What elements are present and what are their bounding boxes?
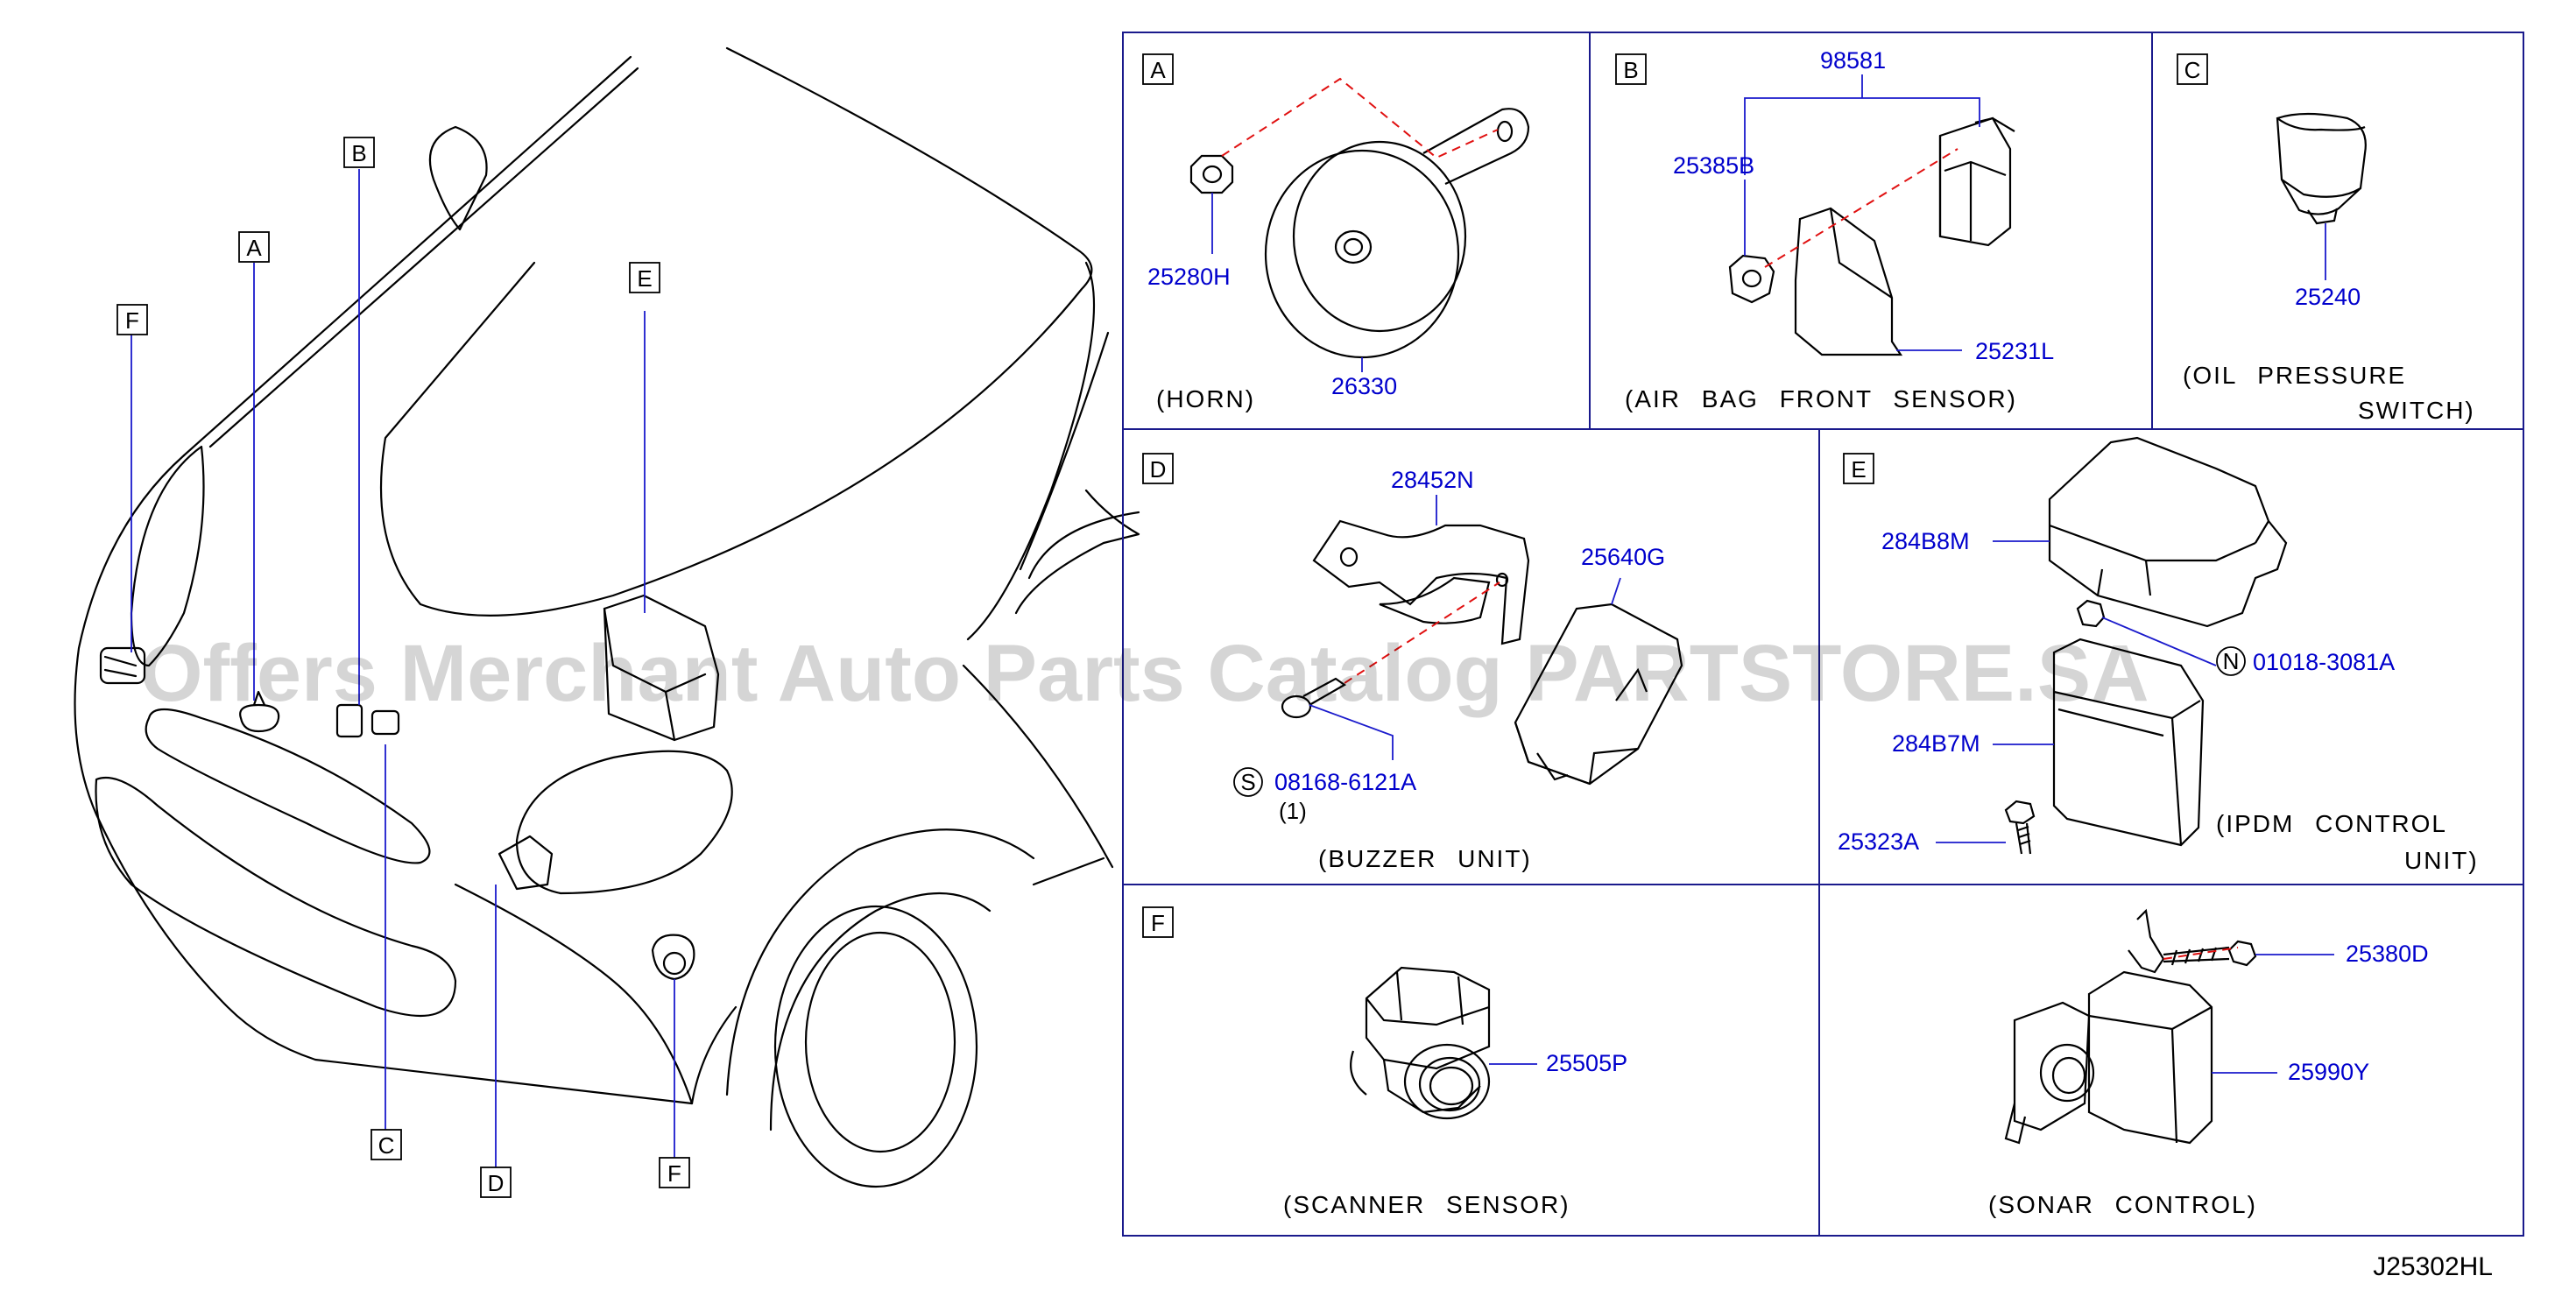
vehicle-illustration — [74, 46, 1140, 1188]
vehicle-leader-lines — [131, 169, 675, 1167]
buzzer-leader-lines — [1309, 495, 1621, 760]
panel-g-caption: (SONAR CONTROL) — [1988, 1191, 2257, 1218]
part-284b7m: 284B7M — [1892, 730, 1980, 757]
airbag-leader-lines — [1744, 74, 1980, 351]
part-25990y: 25990Y — [2288, 1059, 2369, 1085]
part-25640g: 25640G — [1581, 544, 1665, 570]
vehicle-callout-d: D — [488, 1170, 505, 1196]
diagram-code: J25302HL — [2373, 1252, 2493, 1281]
sonar-dashed-line — [2163, 947, 2239, 960]
part-08168-6121a: 08168-6121A — [1274, 769, 1416, 795]
buzzer-dashed-line — [1344, 582, 1500, 684]
airbag-dashed-line — [1764, 148, 1958, 268]
screw-symbol: S — [1240, 769, 1255, 795]
airbag-sensor-drawing — [1728, 116, 2015, 356]
panel-d-letter: D — [1150, 456, 1167, 483]
part-25505p: 25505P — [1546, 1050, 1627, 1076]
part-25231l: 25231L — [1975, 338, 2054, 364]
watermark-text: Offers Merchant Auto Parts Catalog PARTS… — [140, 629, 2149, 718]
panel-c-caption-line1: (OIL PRESSURE — [2183, 362, 2406, 389]
part-28452n: 28452N — [1391, 467, 1474, 493]
panel-f-letter: F — [1151, 910, 1165, 936]
panel-e-caption-line2: UNIT) — [2404, 847, 2479, 874]
buzzer-drawing — [1281, 519, 1683, 786]
panel-b-letter: B — [1623, 57, 1638, 83]
panel-d-caption: (BUZZER UNIT) — [1318, 845, 1532, 872]
oil-pressure-switch-drawing — [2276, 112, 2367, 225]
panel-e-caption-line1: (IPDM CONTROL — [2216, 810, 2447, 837]
part-25380d: 25380D — [2346, 941, 2429, 967]
panel-e-letter: E — [1851, 456, 1866, 483]
buzzer-screw-qty: (1) — [1279, 798, 1307, 824]
screw-symbol-circle — [1233, 767, 1263, 797]
vehicle-callout-a: A — [246, 235, 262, 261]
part-01018-3081a: 01018-3081A — [2253, 649, 2395, 675]
nut-symbol-circle — [2216, 646, 2246, 676]
sonar-control-drawing — [2004, 908, 2257, 1145]
part-98581: 98581 — [1820, 47, 1886, 74]
part-25240: 25240 — [2295, 284, 2361, 310]
panel-f-caption: (SCANNER SENSOR) — [1283, 1191, 1570, 1218]
nut-symbol: N — [2223, 648, 2240, 674]
part-26330: 26330 — [1331, 373, 1397, 399]
part-284b8m: 284B8M — [1881, 528, 1970, 554]
part-25323a: 25323A — [1838, 828, 1919, 855]
panel-a-letter: A — [1150, 57, 1166, 83]
vehicle-callout-f-right: F — [667, 1160, 681, 1187]
panel-grid — [1122, 32, 2524, 1237]
horn-dashed-assembly-line — [1221, 77, 1499, 159]
vehicle-callout-c: C — [378, 1132, 395, 1159]
panel-b-caption: (AIR BAG FRONT SENSOR) — [1625, 385, 2017, 412]
panel-a-caption: (HORN) — [1156, 385, 1255, 412]
scanner-sensor-drawing — [1350, 966, 1491, 1120]
part-25280h: 25280H — [1147, 264, 1231, 290]
vehicle-callout-f-left: F — [125, 307, 139, 334]
panel-c-letter: C — [2184, 57, 2201, 83]
panel-letter-boxes — [1142, 53, 2208, 938]
vehicle-callout-b: B — [351, 140, 366, 166]
vehicle-callout-boxes — [116, 137, 690, 1198]
panel-c-caption-line2: SWITCH) — [2358, 397, 2475, 424]
horn-leader-lines — [1211, 193, 1363, 372]
sonar-leader-lines — [2212, 954, 2334, 1074]
part-25385b: 25385B — [1673, 152, 1754, 179]
vehicle-callout-e: E — [637, 265, 652, 292]
horn-drawing — [1189, 108, 1530, 359]
ipdm-leader-lines — [1936, 540, 2217, 843]
